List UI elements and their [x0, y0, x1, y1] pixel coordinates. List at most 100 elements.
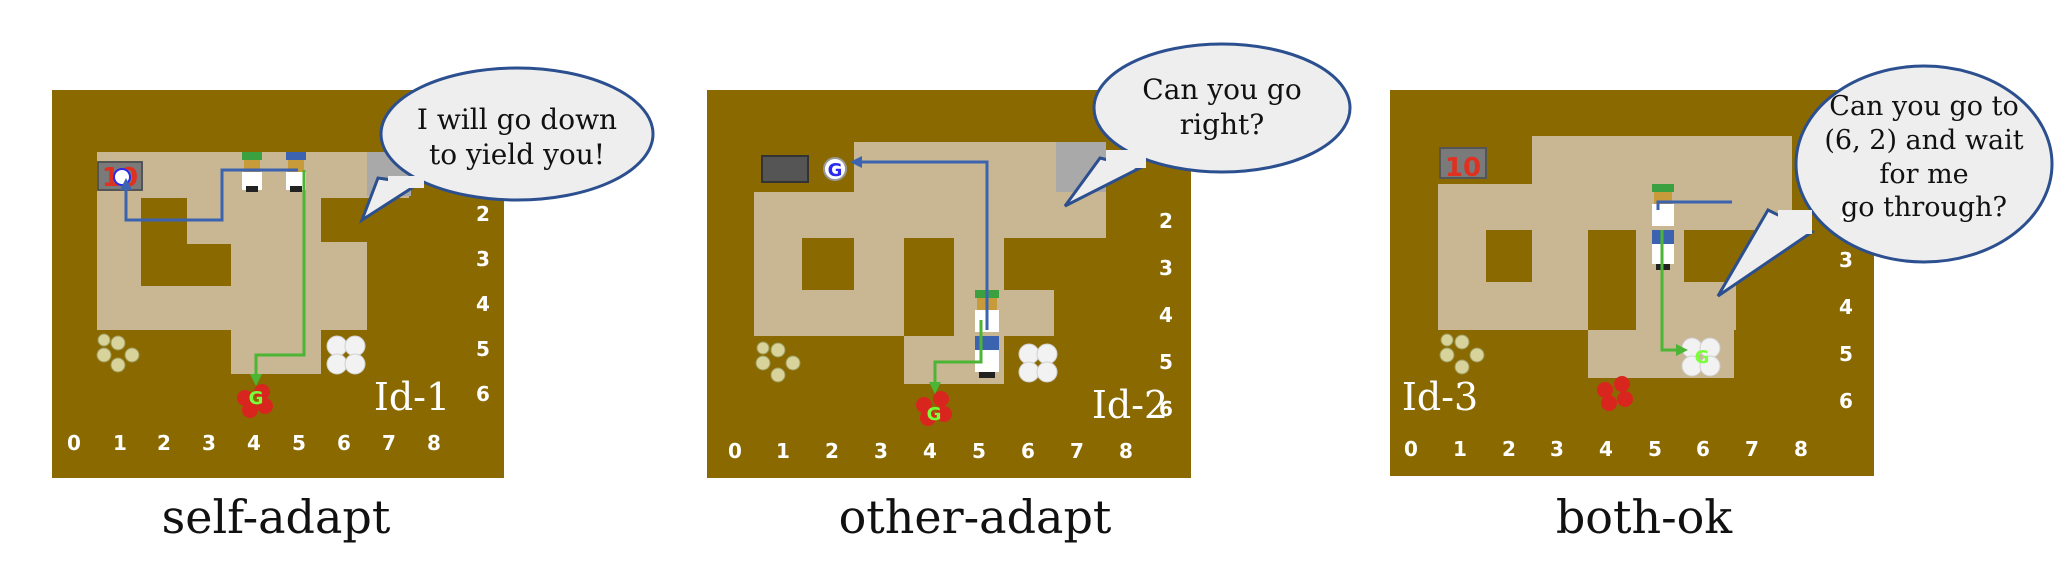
chef-partner-icon	[242, 152, 262, 192]
svg-text:0: 0	[728, 439, 742, 463]
svg-text:5: 5	[292, 431, 306, 455]
partner-path	[1660, 230, 1682, 352]
panel-self-adapt: 1 0 G	[0, 0, 690, 566]
svg-text:3: 3	[1159, 256, 1173, 280]
partner-path	[254, 170, 306, 380]
svg-text:5: 5	[1159, 350, 1173, 374]
x-axis-ticks: 0 1 2 3 4 5 6 7 8	[1404, 437, 1808, 461]
svg-text:7: 7	[1745, 437, 1759, 461]
panel-caption: both-ok	[1555, 490, 1733, 544]
svg-text:5: 5	[1839, 342, 1853, 366]
y-axis-ticks: 2 3 4 5 6	[476, 202, 490, 406]
tomato-pile-icon	[916, 391, 952, 426]
svg-text:4: 4	[247, 431, 261, 455]
svg-text:6: 6	[1159, 397, 1173, 421]
speech-bubble	[1092, 42, 1352, 174]
svg-text:1: 1	[1453, 437, 1467, 461]
svg-text:3: 3	[874, 439, 888, 463]
speech-text: I will go down to yield you!	[416, 103, 618, 171]
svg-text:2: 2	[825, 439, 839, 463]
tomato-pile-icon	[1597, 376, 1633, 411]
panel-caption: other-adapt	[838, 490, 1112, 544]
svg-text:3: 3	[476, 247, 490, 271]
partner-goal-label: G	[927, 404, 942, 425]
game-board-1: 1 0 G	[52, 66, 655, 478]
agent-path	[1656, 200, 1732, 210]
svg-text:6: 6	[1021, 439, 1035, 463]
onion-pile-icon	[755, 341, 801, 383]
y-axis-ticks: 2 3 4 5 6	[1159, 209, 1173, 421]
svg-text:4: 4	[923, 439, 937, 463]
svg-text:2: 2	[157, 431, 171, 455]
svg-text:5: 5	[476, 337, 490, 361]
svg-text:3: 3	[1839, 248, 1853, 272]
svg-text:4: 4	[1159, 303, 1173, 327]
svg-text:6: 6	[476, 382, 490, 406]
x-axis-ticks: 0 1 2 3 4 5 6 7 8	[728, 439, 1133, 463]
partner-path	[933, 320, 983, 388]
bubble-tail-mask	[388, 176, 424, 188]
counter-station	[1439, 147, 1487, 179]
panel-id-label: Id-3	[1402, 375, 1478, 419]
svg-text:2: 2	[476, 202, 490, 226]
panel-id-label: Id-2	[1092, 383, 1168, 427]
counter-number: 10	[1445, 153, 1481, 183]
svg-text:2: 2	[1159, 209, 1173, 233]
svg-text:4: 4	[1839, 295, 1853, 319]
partner-path-arrowhead	[929, 382, 941, 394]
partner-goal-label: G	[249, 388, 264, 409]
svg-text:8: 8	[1119, 439, 1133, 463]
svg-text:0: 0	[1404, 437, 1418, 461]
svg-text:3: 3	[1550, 437, 1564, 461]
agent-path	[858, 160, 989, 330]
floor-tiles	[754, 142, 1106, 384]
speech-bubble	[1794, 64, 2054, 264]
bubble-tail-mask	[1106, 150, 1146, 168]
svg-text:8: 8	[1794, 437, 1808, 461]
svg-text:6: 6	[1839, 389, 1853, 413]
svg-text:0: 0	[67, 431, 81, 455]
panel-both-ok: 10 G 0 1 2 3 4	[1380, 0, 2063, 566]
svg-text:1: 1	[113, 431, 127, 455]
svg-text:2: 2	[1839, 201, 1853, 225]
svg-text:6: 6	[1696, 437, 1710, 461]
svg-text:5: 5	[972, 439, 986, 463]
svg-text:4: 4	[476, 292, 490, 316]
svg-text:1: 1	[776, 439, 790, 463]
panel-caption: self-adapt	[161, 490, 391, 544]
plate-stack-icon	[1681, 337, 1721, 377]
plate-stack-icon	[326, 335, 366, 375]
svg-text:8: 8	[427, 431, 441, 455]
svg-text:3: 3	[202, 431, 216, 455]
panel-other-adapt: G G 0 1 2 3 4	[690, 0, 1380, 566]
speech-text: Can you go to (6, 2) and wait for me go …	[1824, 91, 2024, 224]
game-board-2: G G 0 1 2 3 4	[707, 42, 1352, 478]
agent-path	[124, 168, 298, 222]
partner-path-arrowhead	[1676, 344, 1688, 356]
svg-text:6: 6	[337, 431, 351, 455]
chef-partner-icon	[1652, 184, 1674, 226]
panel-id-label: Id-1	[374, 375, 450, 419]
partner-path-arrowhead	[250, 374, 262, 386]
chef-agent-icon	[975, 336, 999, 378]
goal-marker-icon	[823, 157, 847, 181]
y-axis-ticks: 2 3 4 5 6	[1839, 201, 1853, 413]
game-board-3: 10 G 0 1 2 3 4	[1390, 64, 2054, 476]
agent-path-arrowhead	[850, 156, 862, 168]
svg-text:2: 2	[1502, 437, 1516, 461]
plate-stack-icon	[1018, 343, 1058, 383]
partner-goal-label: G	[1695, 347, 1710, 368]
speech-text: Can you go right?	[1142, 73, 1302, 141]
tomato-pile-icon	[237, 384, 273, 418]
speech-bubble	[379, 66, 655, 202]
svg-text:7: 7	[1070, 439, 1084, 463]
x-axis-ticks: 0 1 2 3 4 5 6 7 8	[67, 431, 441, 455]
agent-goal-label: G	[828, 160, 843, 181]
onion-pile-icon	[96, 333, 140, 373]
svg-text:7: 7	[382, 431, 396, 455]
svg-text:4: 4	[1599, 437, 1613, 461]
agent-path-arrowhead	[120, 178, 132, 190]
onion-pile-icon	[1439, 333, 1485, 375]
svg-text:5: 5	[1648, 437, 1662, 461]
bubble-tail-mask	[1778, 210, 1812, 234]
